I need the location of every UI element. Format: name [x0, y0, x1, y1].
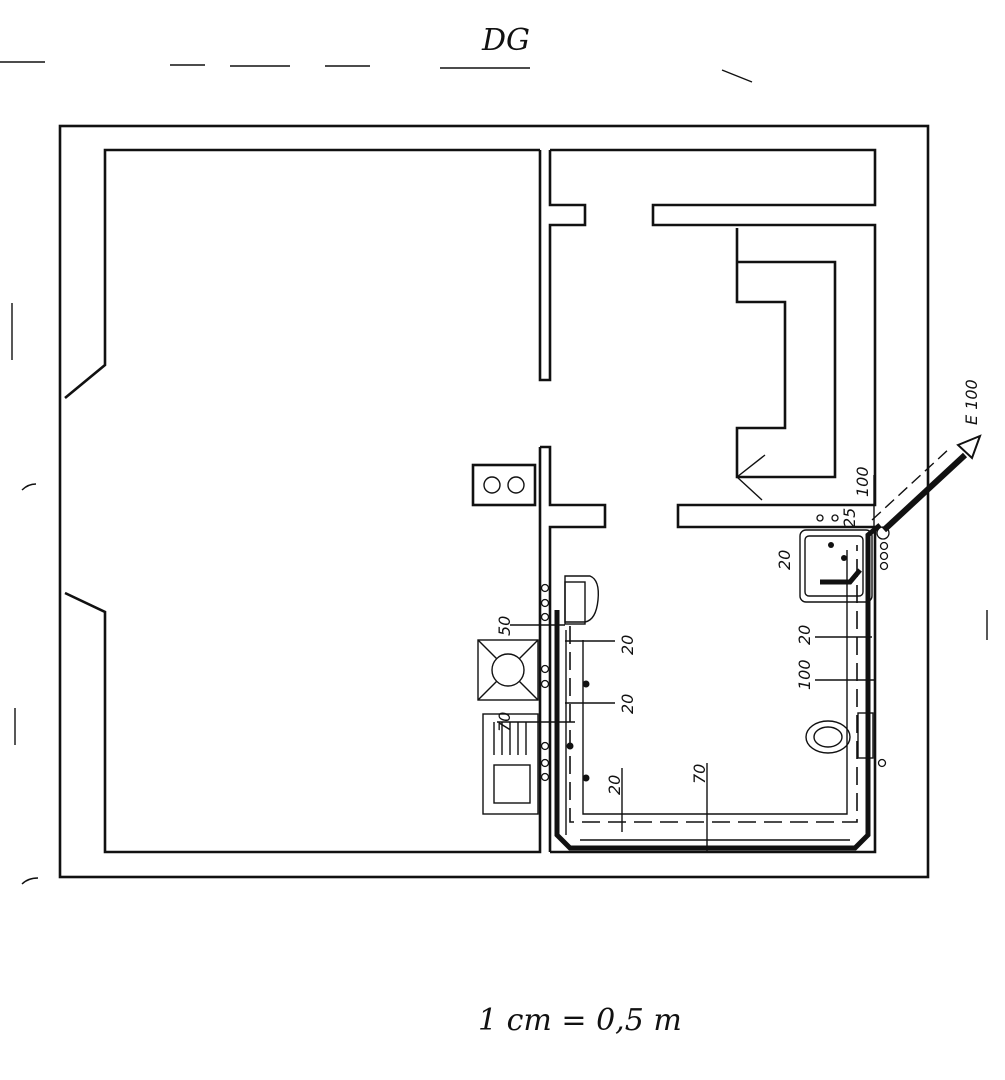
pipe-runs — [554, 523, 882, 851]
toilet-icon — [805, 712, 874, 759]
exit-pipe — [871, 434, 982, 533]
header-dashes — [0, 61, 753, 83]
dim-50: 50 — [495, 616, 514, 636]
pipe-connection-points — [540, 514, 890, 782]
plan-title: DG — [481, 23, 530, 58]
stair-arrow-icon — [736, 454, 766, 501]
exit-label: E 100 — [962, 379, 981, 425]
margin-marks — [11, 303, 988, 885]
staircase — [735, 228, 837, 479]
dim-70-bottom: 70 — [690, 764, 709, 784]
outer-wall — [58, 124, 930, 879]
dimension-lines — [497, 475, 875, 852]
dim-100-top: 100 — [853, 466, 872, 497]
pipe-junctions — [566, 542, 847, 782]
dim-20-right: 20 — [795, 625, 814, 645]
dim-20-shower: 20 — [775, 550, 794, 570]
left-room-wall — [64, 148, 587, 854]
hall-lower-wall — [540, 445, 607, 852]
dim-20-a: 20 — [618, 635, 637, 655]
stove-icon — [477, 639, 539, 701]
dim-20-b: 20 — [618, 694, 637, 714]
kitchen-sink-icon — [482, 713, 539, 815]
dim-25: 25 — [840, 508, 859, 528]
washbasin-icon — [564, 575, 600, 625]
upper-right-wall — [550, 148, 877, 854]
scale-note: 1 cm = 0,5 m — [478, 1003, 682, 1038]
dim-70-left: 70 — [495, 712, 514, 732]
chimney — [471, 463, 537, 507]
shower-tray-icon — [799, 529, 873, 603]
dim-100-right: 100 — [795, 659, 814, 690]
dim-20-bottom: 20 — [605, 775, 624, 795]
dimension-labels: E 100 100 25 20 50 20 20 70 20 70 20 100 — [495, 379, 981, 795]
